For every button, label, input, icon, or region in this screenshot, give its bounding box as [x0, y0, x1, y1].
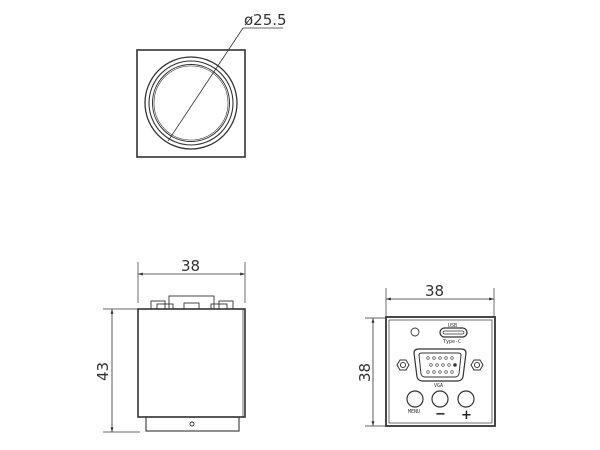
hex-nut-left	[396, 359, 410, 371]
side-view	[103, 262, 246, 433]
side-width-label: 38	[181, 257, 200, 275]
type-c-label: Type-C	[443, 339, 461, 345]
lens-mount-outer-ring	[144, 56, 238, 150]
back-panel-outer	[385, 316, 496, 427]
vga-port	[413, 348, 467, 382]
side-lens-mount	[145, 416, 240, 432]
menu-label: MENU	[408, 409, 420, 415]
menu-button	[406, 390, 424, 408]
back-height-label: 38	[356, 363, 374, 382]
back-view	[365, 288, 496, 427]
side-nut-left	[150, 300, 166, 310]
usb-type-c-port	[439, 327, 468, 338]
usb-label: USB	[448, 323, 457, 329]
side-vga-connector	[168, 295, 215, 310]
plus-button	[457, 390, 475, 408]
hex-nut-right	[470, 359, 484, 371]
diameter-leader-line	[167, 27, 244, 142]
lens-mount-inner-ring	[152, 64, 230, 142]
plus-label: +	[461, 408, 472, 423]
vga-pins	[426, 356, 457, 374]
top-view-housing	[136, 49, 246, 158]
side-screw-hole	[189, 421, 195, 427]
diameter-label: ø25.5	[244, 11, 287, 29]
top-view	[136, 27, 283, 158]
lens-mount-middle-ring	[148, 60, 234, 146]
minus-label: −	[435, 407, 446, 422]
lens-mount-bore	[153, 65, 229, 141]
back-width-label: 38	[425, 282, 444, 300]
led-indicator	[410, 327, 420, 337]
vga-label: VGA	[434, 383, 443, 389]
side-nut-right	[218, 300, 234, 310]
side-view-body	[137, 308, 246, 418]
minus-button	[431, 390, 449, 408]
back-panel-inner	[388, 319, 493, 424]
side-height-label: 43	[94, 362, 112, 381]
